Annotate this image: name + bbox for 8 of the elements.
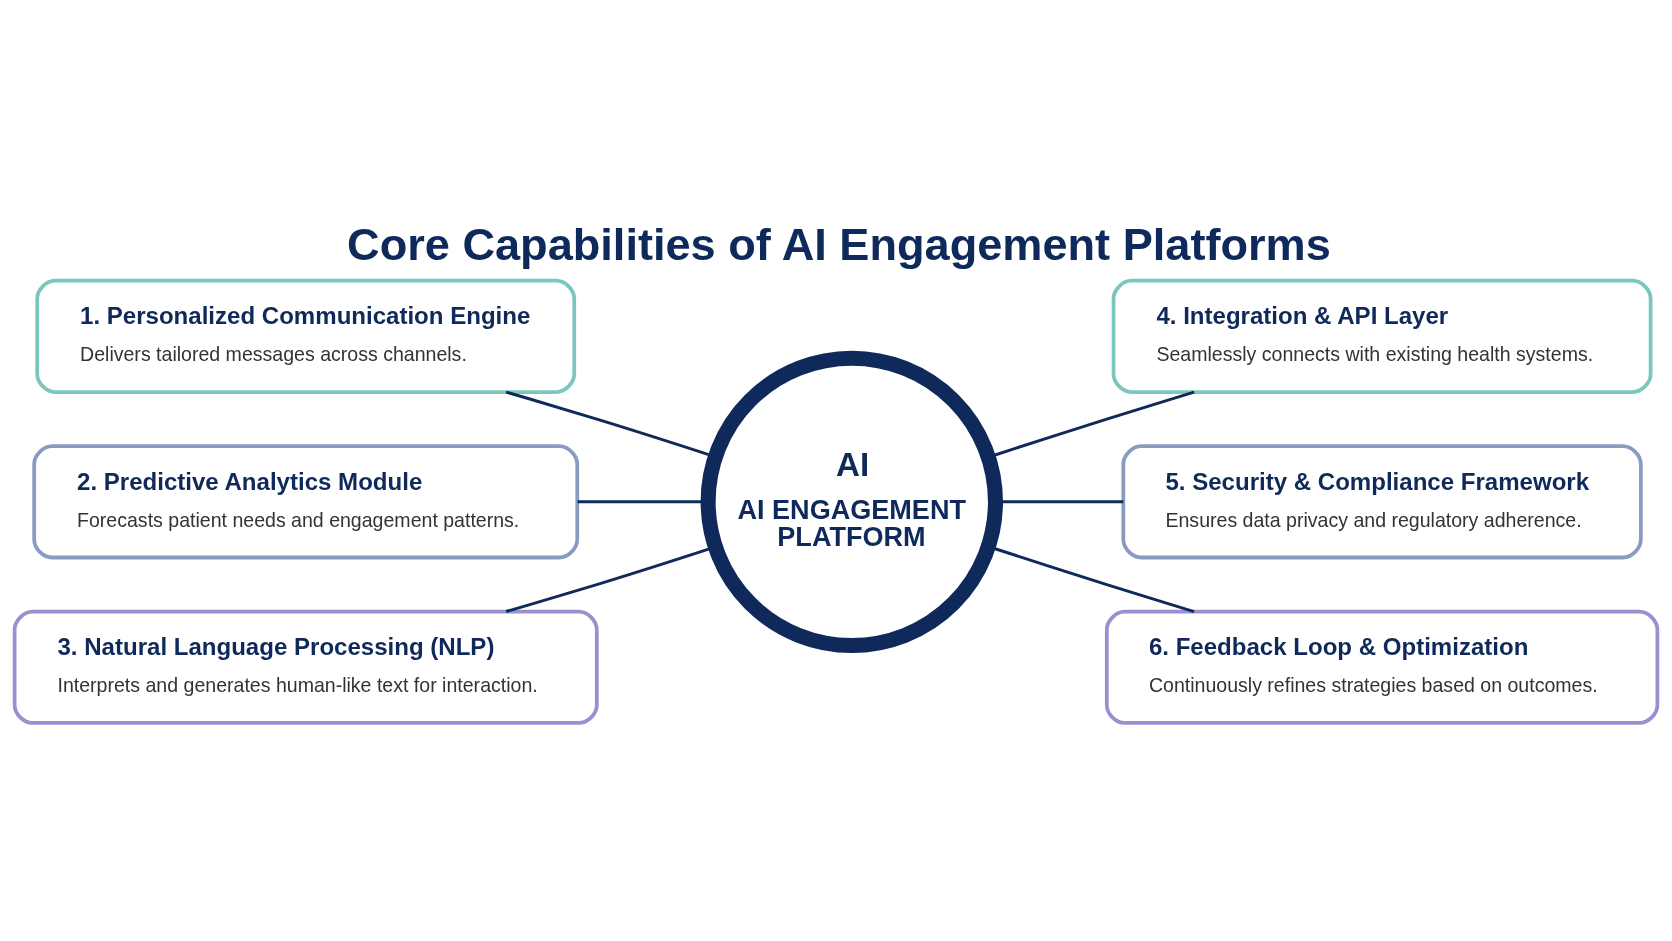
node-box: 1. Personalized Communication Engine Delivers tailored messages across channels. [35, 278, 577, 394]
node-circle: AI AI ENGAGEMENT PLATFORM [700, 350, 1003, 653]
diagram-title: Core Capabilities of AI Engagement Platforms [347, 218, 1331, 270]
node-box: 4. Integration & API Layer Seamlessly connects with existing health systems. [1111, 278, 1653, 394]
node-box: 3. Natural Language Processing (NLP) Interprets and generates human-like text for interaction. [12, 609, 599, 725]
node-box: 6. Feedback Loop & Optimization Continuously refines strategies based on outcomes. [1104, 609, 1660, 725]
node-box: 5. Security & Compliance Framework Ensures data privacy and regulatory adherence. [1121, 443, 1643, 559]
node-box: 2. Predictive Analytics Module Forecasts patient needs and engagement patterns. [32, 443, 580, 559]
